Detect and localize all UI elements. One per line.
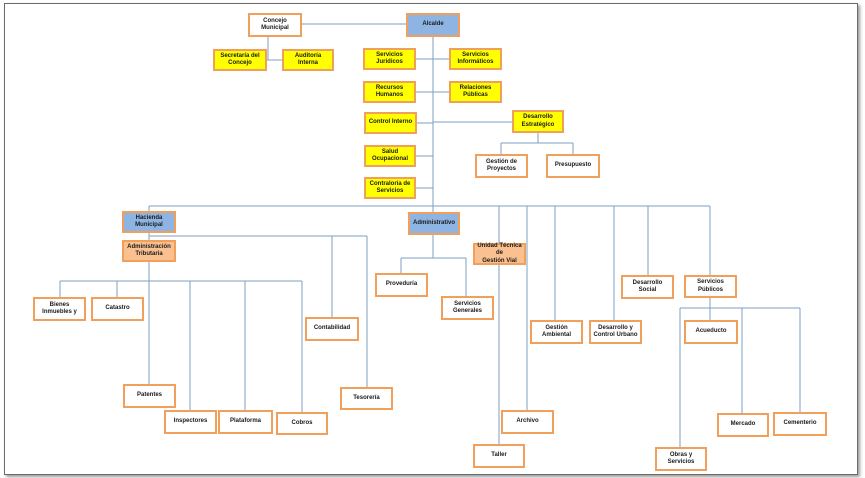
node-servicios-publicos: Servicios Públicos bbox=[684, 275, 737, 298]
node-relaciones-publicas: Relaciones Públicas bbox=[449, 81, 502, 103]
node-contabilidad: Contabilidad bbox=[305, 317, 359, 341]
node-presupuesto: Presupuesto bbox=[546, 154, 600, 178]
node-cobros: Cobros bbox=[276, 412, 328, 435]
node-servicios-generales: Servicios Generales bbox=[441, 296, 494, 320]
node-hacienda-municipal: Hacienda Municipal bbox=[122, 211, 176, 233]
node-secretaria-concejo: Secretaría del Concejo bbox=[213, 49, 267, 71]
node-unidad-tecnica-gestion-vial: Unidad Técnica de Gestión Vial bbox=[473, 243, 526, 265]
node-archivo: Archivo bbox=[501, 410, 554, 434]
node-servicios-informaticos: Servicios Informáticos bbox=[449, 48, 502, 70]
node-administrativo: Administrativo bbox=[408, 212, 460, 235]
node-taller: Taller bbox=[473, 444, 525, 468]
node-servicios-juridicos: Servicios Jurídicos bbox=[363, 48, 416, 70]
node-gestion-ambiental: Gestión Ambiental bbox=[530, 320, 583, 344]
node-tesoreria: Tesorería bbox=[340, 387, 393, 410]
node-administracion-tributaria: Administración Tributaria bbox=[122, 240, 176, 262]
node-concejo-municipal: Concejo Municipal bbox=[248, 13, 302, 37]
node-control-interno: Control Interno bbox=[364, 112, 417, 134]
node-cementerio: Cementerio bbox=[773, 412, 827, 436]
node-acueducto: Acueducto bbox=[684, 320, 738, 344]
node-salud-ocupacional: Salud Ocupacional bbox=[364, 145, 416, 167]
node-recursos-humanos: Recursos Humanos bbox=[363, 81, 416, 103]
node-obras-servicios: Obras y Servicios bbox=[655, 447, 707, 471]
node-desarrollo-estrategico: Desarrollo Estratégico bbox=[512, 110, 564, 133]
node-bienes-inmuebles: Bienes Inmuebles y bbox=[33, 297, 86, 321]
node-plataforma: Plataforma bbox=[218, 410, 273, 434]
node-gestion-proyectos: Gestión de Proyectos bbox=[475, 154, 528, 178]
node-desarrollo-control-urbano: Desarrollo y Control Urbano bbox=[589, 320, 642, 344]
node-proveduria: Proveduría bbox=[375, 273, 428, 297]
node-contraloria-servicios: Contraloría de Servicios bbox=[364, 177, 416, 199]
node-desarrollo-social: Desarrollo Social bbox=[621, 275, 674, 299]
node-patentes: Patentes bbox=[123, 384, 176, 408]
node-mercado: Mercado bbox=[717, 413, 769, 437]
node-inspectores: Inspectores bbox=[164, 410, 217, 434]
node-catastro: Catastro bbox=[91, 297, 144, 321]
node-alcalde: Alcalde bbox=[406, 13, 460, 37]
node-auditoria-interna: Auditoría Interna bbox=[282, 49, 334, 71]
